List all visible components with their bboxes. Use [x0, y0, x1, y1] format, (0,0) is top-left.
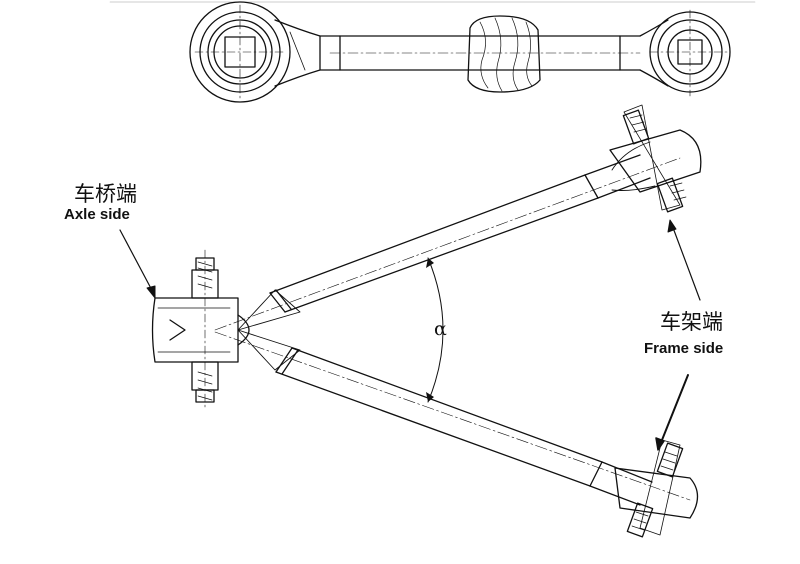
top-view-left-bushing	[189, 1, 291, 103]
frame-side-bushing-upper	[609, 104, 702, 213]
lower-arm	[214, 329, 691, 506]
angle-arc	[427, 257, 444, 403]
frame-side-arrow-lower	[655, 374, 689, 451]
axle-side-arrow	[119, 229, 156, 299]
top-view-right-bushing	[649, 9, 731, 97]
frame-side-bushing-lower	[614, 439, 699, 538]
frame-side-label-cn: 车架端	[660, 310, 723, 334]
top-view	[109, 1, 756, 103]
angle-alpha-label: α	[434, 318, 447, 340]
top-view-tube	[319, 35, 641, 71]
frame-side-arrow-upper	[667, 219, 701, 301]
axle-side-label-cn: 车桥端	[74, 182, 137, 206]
axle-side-ball-joint	[151, 249, 250, 411]
upper-arm	[214, 141, 681, 331]
top-view-center-clamp	[467, 15, 541, 93]
frame-side-label-en: Frame side	[644, 340, 724, 357]
axle-side-label-en: Axle side	[64, 206, 130, 223]
